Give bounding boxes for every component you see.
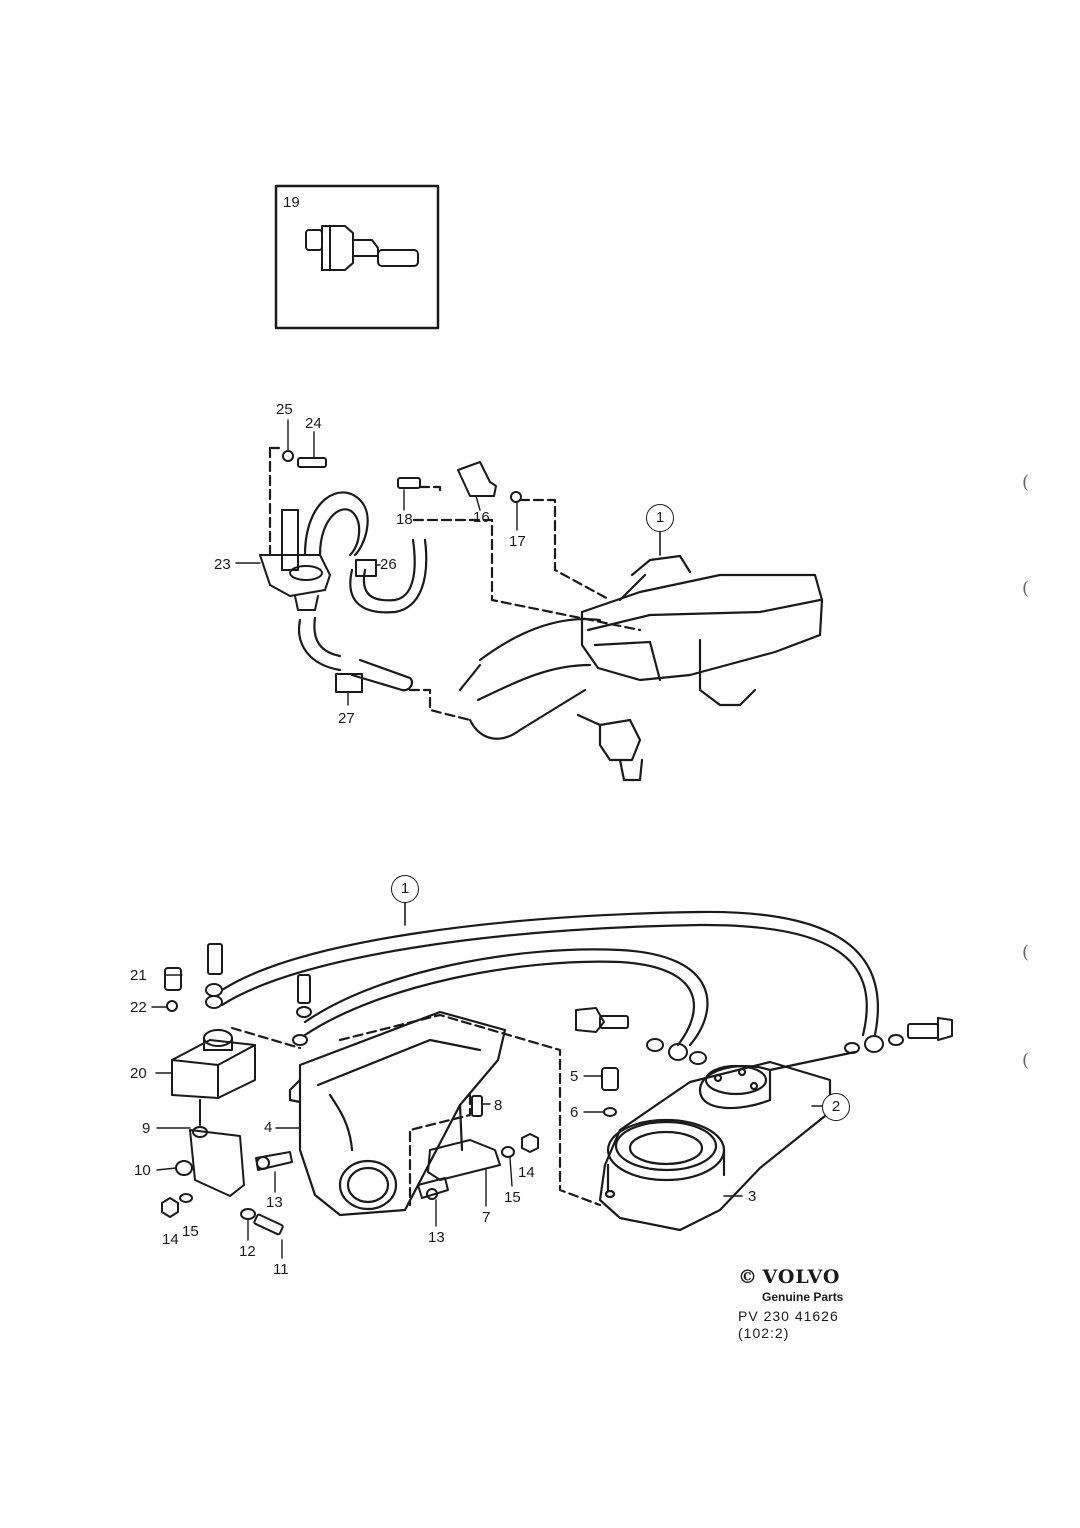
label-27: 27: [338, 710, 355, 727]
temperature-sensor-drawing: [305, 225, 419, 271]
left-hardware-drawing: [161, 1151, 293, 1236]
bracket-7-drawing: [417, 1095, 539, 1200]
part-code: PV 230 41626: [738, 1308, 839, 1324]
label-4: 4: [264, 1119, 273, 1136]
label-26: 26: [380, 556, 397, 573]
label-17: 17: [509, 533, 526, 550]
label-5: 5: [570, 1068, 579, 1085]
volvo-logo-block: © VOLVO Genuine Parts PV 230 41626 (102:…: [738, 1266, 843, 1341]
fuel-distributor-3-drawing: [598, 1050, 857, 1232]
label-25: 25: [276, 401, 293, 418]
label-9: 9: [142, 1120, 151, 1137]
label-23: 23: [214, 556, 231, 573]
label-14-right: 14: [518, 1164, 535, 1181]
label-10: 10: [134, 1162, 151, 1179]
margin-mark: (: [1022, 472, 1030, 493]
screw-24-drawing: [282, 450, 327, 468]
label-11: 11: [273, 1261, 289, 1278]
vacuum-hoses-drawing: [297, 491, 428, 692]
inset-item-number: 19: [283, 194, 300, 211]
label-18: 18: [396, 511, 413, 528]
label-8: 8: [494, 1097, 503, 1114]
air-filter-housing-drawing: [458, 554, 824, 782]
copyright-symbol: ©: [738, 1266, 758, 1288]
label-12: 12: [239, 1243, 256, 1260]
label-6: 6: [570, 1104, 579, 1121]
callout-1-lower: 1: [391, 875, 419, 903]
label-22: 22: [130, 999, 147, 1016]
banjo-bolts-right-drawing: [575, 1007, 953, 1117]
label-13-right: 13: [428, 1229, 445, 1246]
control-unit-20-drawing: [171, 1029, 256, 1099]
margin-mark: (: [1022, 942, 1030, 963]
connector-16-drawing: [397, 461, 522, 503]
volvo-wordmark: VOLVO: [762, 1266, 841, 1288]
inset-frame: [274, 184, 440, 330]
callout-2: 2: [822, 1093, 850, 1121]
margin-mark: (: [1022, 1050, 1030, 1071]
lower-dashed-leaders: [230, 1013, 602, 1207]
label-7: 7: [482, 1209, 491, 1226]
page-reference: (102:2): [738, 1325, 790, 1341]
clamp-27-drawing: [335, 673, 363, 693]
label-14-left: 14: [162, 1231, 179, 1248]
upper-dashed-leaders: [268, 446, 642, 722]
banjo-bolts-left-drawing: [164, 943, 312, 1046]
label-15-right: 15: [504, 1189, 521, 1206]
callout-1-upper: 1: [646, 504, 674, 532]
label-16: 16: [473, 509, 490, 526]
label-20: 20: [130, 1065, 147, 1082]
genuine-parts-tagline: Genuine Parts: [762, 1290, 844, 1304]
label-3: 3: [748, 1188, 757, 1205]
label-15-left: 15: [182, 1223, 199, 1240]
cable-1-drawing: [220, 910, 879, 1047]
margin-mark: (: [1022, 578, 1030, 599]
label-13-left: 13: [266, 1194, 283, 1211]
bracket-9-drawing: [175, 1099, 245, 1197]
label-24: 24: [305, 415, 322, 432]
label-21: 21: [130, 967, 147, 984]
label-leaders: [151, 419, 605, 1259]
clamp-26-drawing: [355, 559, 377, 577]
